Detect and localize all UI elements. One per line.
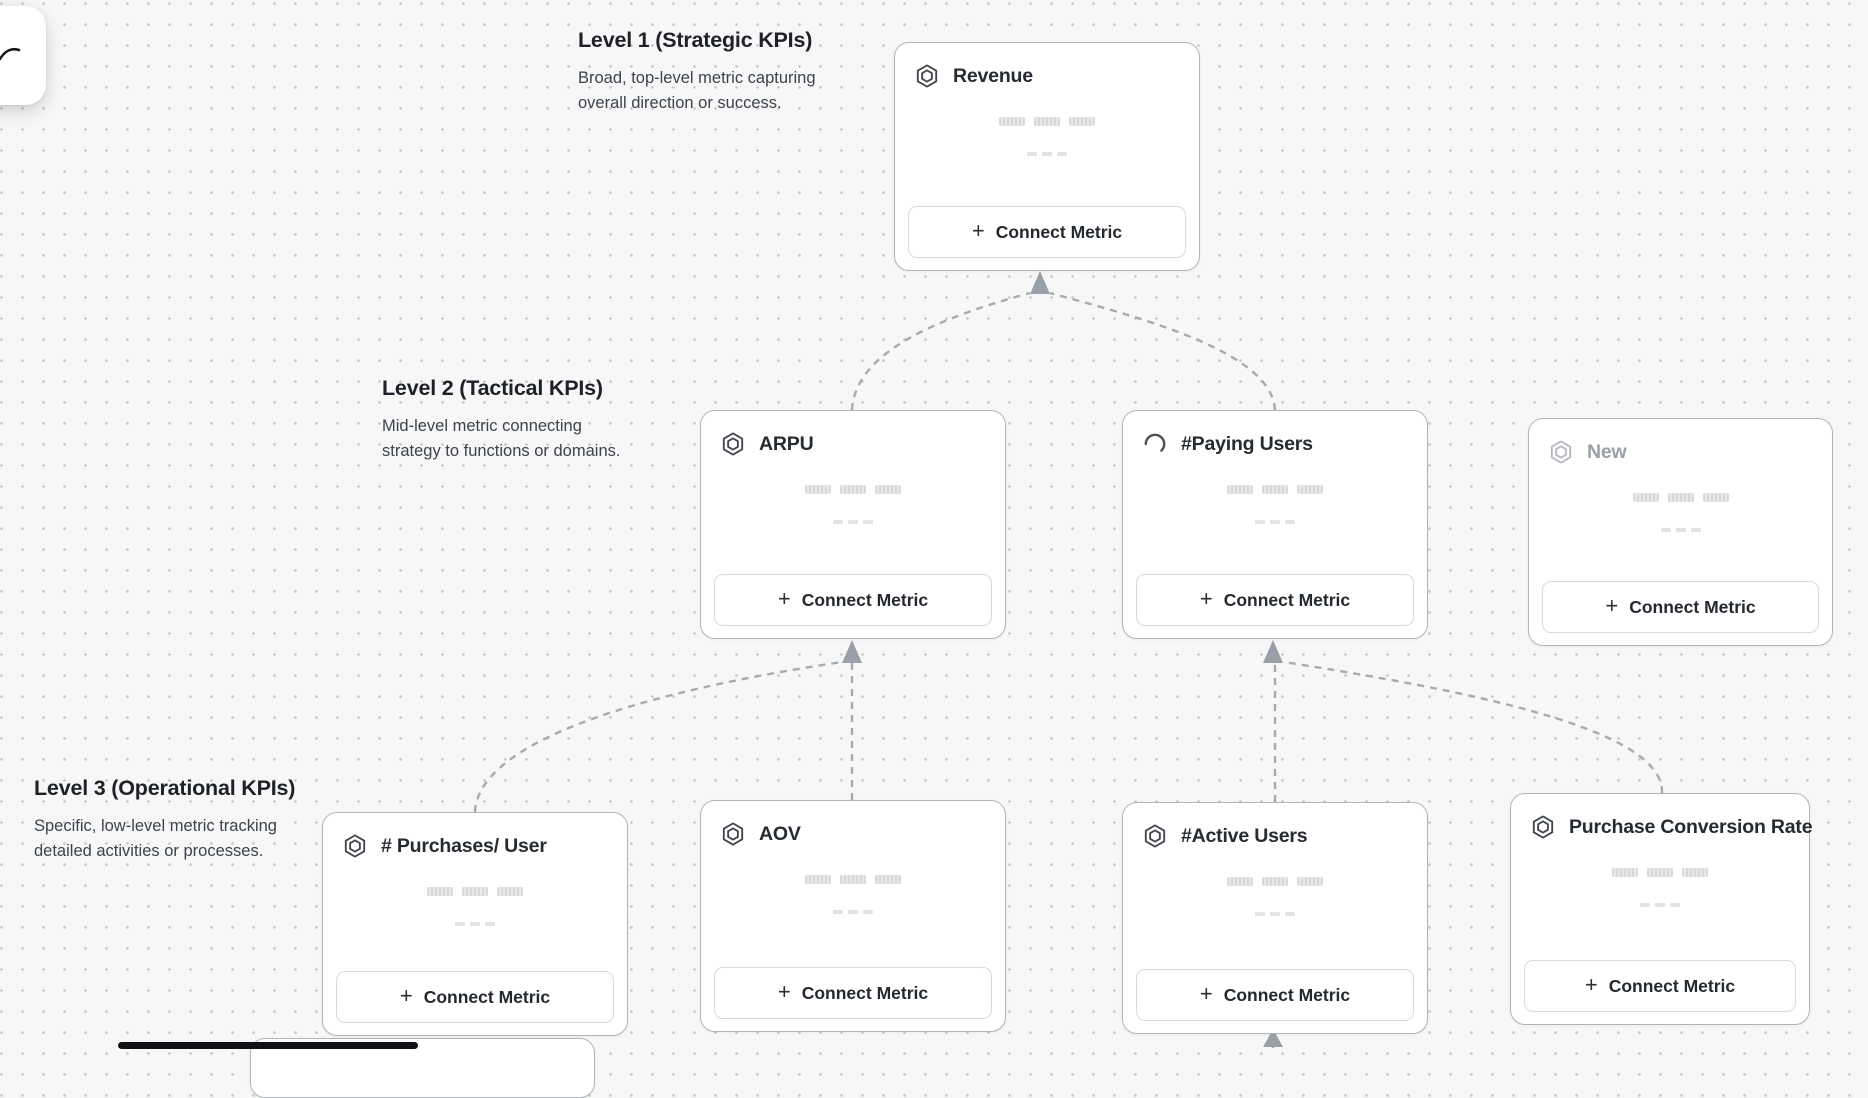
- card-title: # Purchases/ User: [381, 834, 547, 857]
- card-header: Purchase Conversion Rate: [1511, 794, 1813, 840]
- card-title: Purchase Conversion Rate: [1569, 815, 1813, 838]
- metric-skeleton-dashes: [1123, 520, 1427, 524]
- plus-icon: +: [971, 218, 985, 243]
- plus-icon: +: [777, 586, 791, 611]
- arrowhead-up-icon: [1263, 640, 1283, 663]
- connect-metric-button[interactable]: + Connect Metric: [1542, 581, 1819, 633]
- metric-skeleton: [701, 485, 1005, 494]
- metric-card-arpu[interactable]: ARPU + Connect Metric: [700, 410, 1006, 639]
- arrowhead-up-icon: [842, 640, 862, 663]
- metric-skeleton-dashes: [701, 520, 1005, 524]
- horizontal-scrollbar-thumb[interactable]: [118, 1042, 418, 1049]
- level-1-title: Level 1 (Strategic KPIs): [578, 28, 813, 52]
- card-title: AOV: [759, 822, 801, 845]
- card-header: #Active Users: [1123, 803, 1427, 849]
- card-header: # Purchases/ User: [323, 813, 627, 859]
- metric-skeleton: [895, 117, 1199, 126]
- level-3-description: Specific, low-level metric tracking deta…: [34, 817, 277, 860]
- metric-card-paying-users[interactable]: #Paying Users + Connect Metric: [1122, 410, 1428, 639]
- card-title: #Active Users: [1181, 824, 1308, 847]
- plus-icon: +: [1605, 593, 1619, 618]
- card-header: New: [1529, 419, 1832, 465]
- metric-hexagon-icon: [1142, 823, 1168, 849]
- metric-skeleton-dashes: [1529, 528, 1832, 532]
- plus-icon: +: [1199, 981, 1213, 1006]
- metric-card-aov[interactable]: AOV + Connect Metric: [700, 800, 1006, 1032]
- metric-hexagon-icon: [720, 431, 746, 457]
- connect-metric-button[interactable]: + Connect Metric: [1136, 969, 1414, 1021]
- connect-metric-button[interactable]: + Connect Metric: [908, 206, 1186, 258]
- metric-card-new[interactable]: New + Connect Metric: [1528, 418, 1833, 646]
- metric-card-active-users[interactable]: #Active Users + Connect Metric: [1122, 802, 1428, 1034]
- connect-metric-button[interactable]: + Connect Metric: [336, 971, 614, 1023]
- card-header: AOV: [701, 801, 1005, 847]
- metric-skeleton: [1529, 493, 1832, 502]
- arrowhead-up-icon: [1030, 271, 1050, 294]
- metric-skeleton-dashes: [323, 922, 627, 926]
- metric-skeleton-dashes: [1511, 903, 1809, 907]
- level-1-description: Broad, top-level metric capturing overal…: [578, 69, 816, 112]
- metric-skeleton: [1123, 877, 1427, 886]
- metric-hexagon-icon: [1530, 814, 1556, 840]
- card-header: #Paying Users: [1123, 411, 1427, 457]
- card-title: ARPU: [759, 432, 814, 455]
- metric-skeleton-dashes: [701, 910, 1005, 914]
- plus-icon: +: [1199, 586, 1213, 611]
- level-2-description: Mid-level metric connecting strategy to …: [382, 417, 621, 460]
- metric-skeleton-dashes: [895, 152, 1199, 156]
- metric-card-purchase-conversion-rate[interactable]: Purchase Conversion Rate + Connect Metri…: [1510, 793, 1813, 1025]
- card-header: Revenue: [895, 43, 1199, 89]
- metric-skeleton: [1511, 868, 1809, 877]
- card-title: #Paying Users: [1181, 432, 1313, 455]
- metric-card-purchases-per-user[interactable]: # Purchases/ User + Connect Metric: [322, 812, 628, 1036]
- connect-metric-button[interactable]: + Connect Metric: [1524, 960, 1796, 1012]
- card-title: New: [1587, 440, 1627, 463]
- canvas-tool-button[interactable]: [0, 6, 46, 105]
- card-title: Revenue: [953, 64, 1033, 87]
- metric-skeleton: [1123, 485, 1427, 494]
- metric-hexagon-icon: [720, 821, 746, 847]
- card-header: ARPU: [701, 411, 1005, 457]
- plus-icon: +: [399, 983, 413, 1008]
- connect-metric-button[interactable]: + Connect Metric: [1136, 574, 1414, 626]
- metric-skeleton: [323, 887, 627, 896]
- plus-icon: +: [777, 979, 791, 1004]
- connect-metric-button[interactable]: + Connect Metric: [714, 574, 992, 626]
- metric-hexagon-icon: [342, 833, 368, 859]
- metric-card-revenue[interactable]: Revenue + Connect Metric: [894, 42, 1200, 271]
- level-2-header: Level 2 (Tactical KPIs) Mid-level metric…: [382, 376, 620, 464]
- pen-stroke-icon: [0, 47, 21, 61]
- loading-spinner-icon: [1142, 431, 1168, 457]
- plus-icon: +: [1584, 972, 1598, 997]
- metric-skeleton-dashes: [1123, 912, 1427, 916]
- metric-hexagon-icon: [1548, 439, 1574, 465]
- level-2-title: Level 2 (Tactical KPIs): [382, 376, 603, 400]
- level-1-header: Level 1 (Strategic KPIs) Broad, top-leve…: [578, 28, 816, 116]
- level-3-title: Level 3 (Operational KPIs): [34, 776, 296, 800]
- metric-hexagon-icon: [914, 63, 940, 89]
- connect-metric-button[interactable]: + Connect Metric: [714, 967, 992, 1019]
- level-3-header: Level 3 (Operational KPIs) Specific, low…: [34, 776, 295, 864]
- metric-skeleton: [701, 875, 1005, 884]
